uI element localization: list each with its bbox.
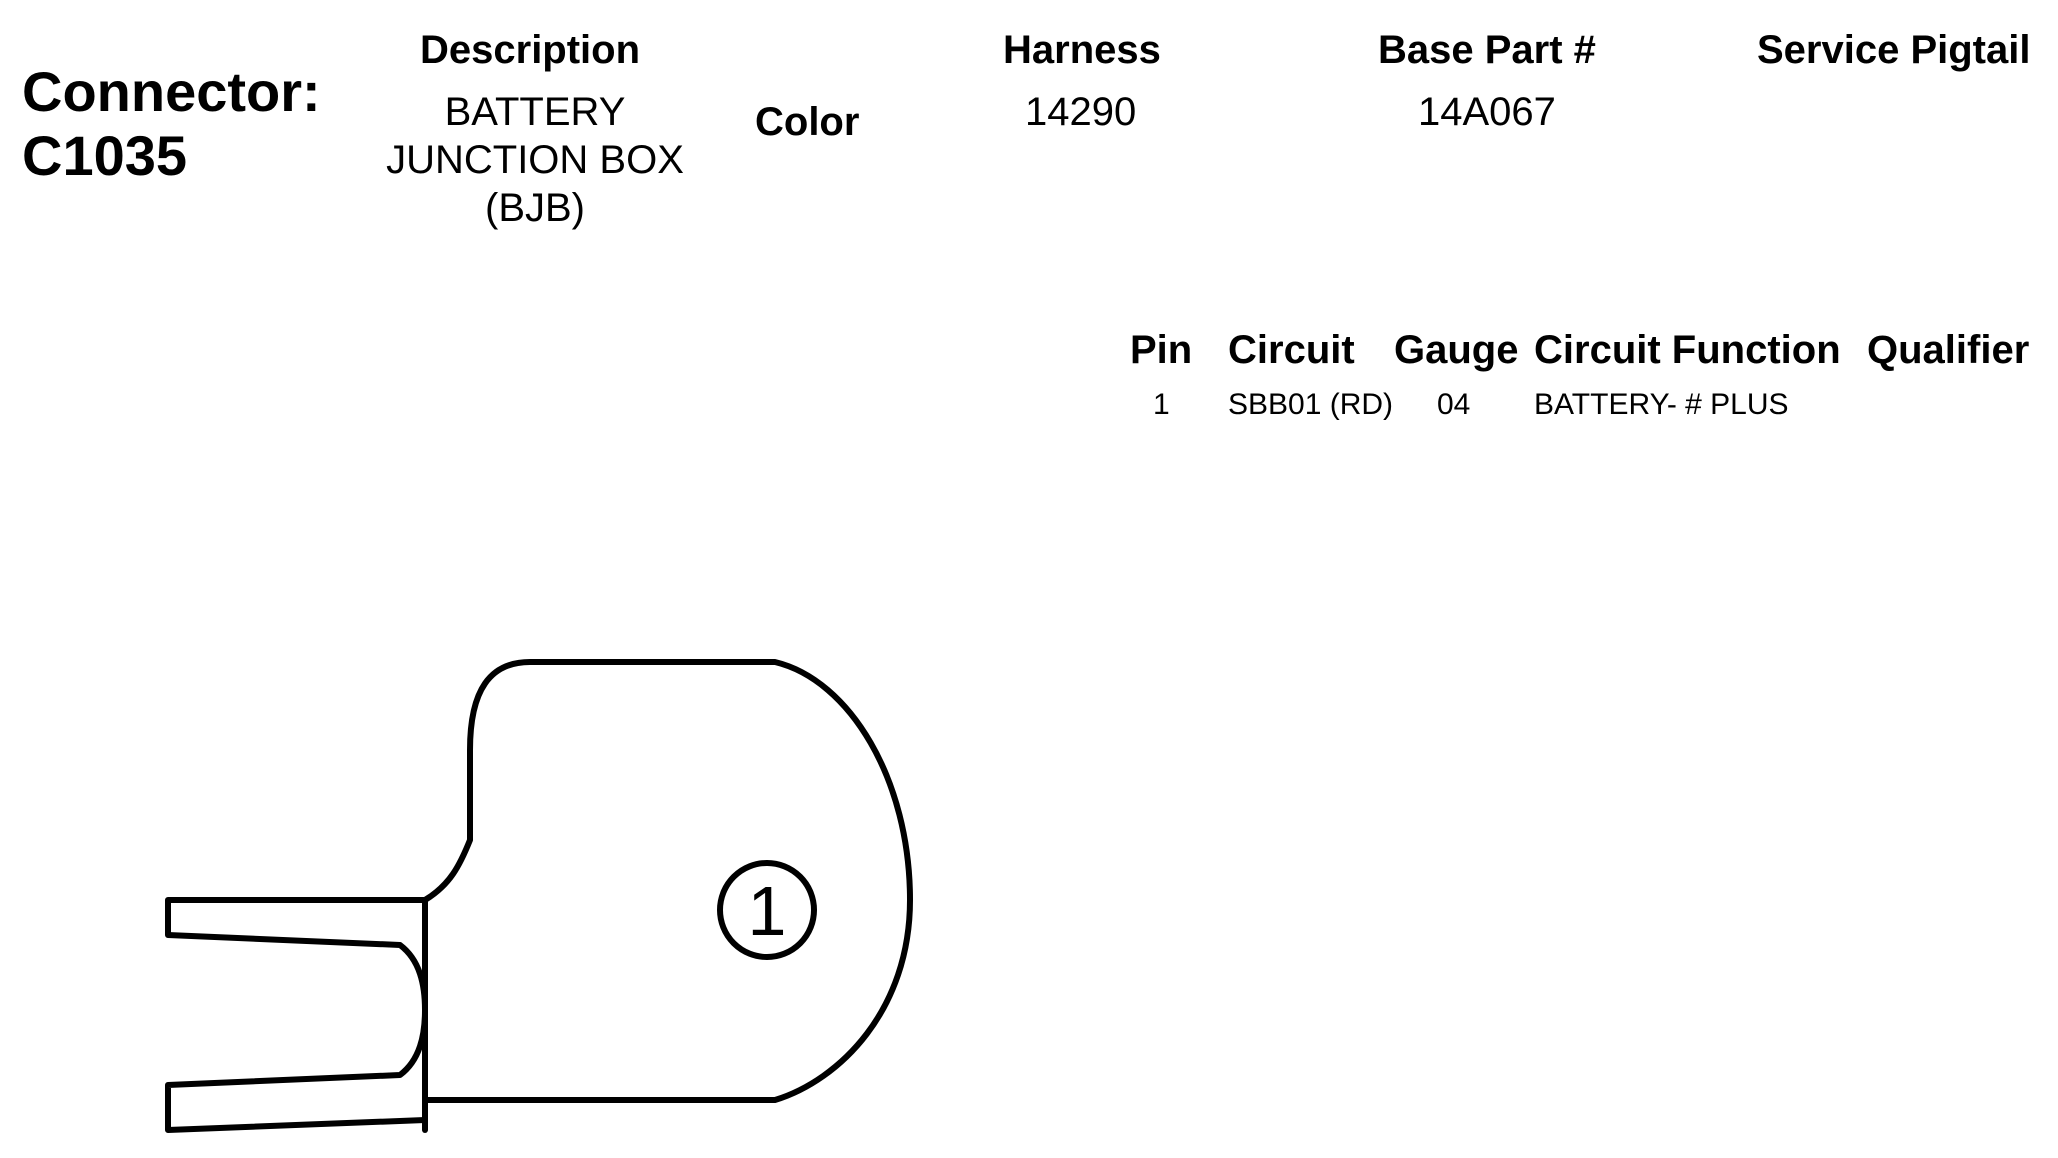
circuit-function-column-header: Circuit Function	[1534, 328, 1841, 372]
pin-number: 1	[748, 872, 787, 950]
pin-table-header-row: Pin Circuit Gauge Circuit Function Quali…	[1130, 330, 2029, 370]
description-line: (BJB)	[485, 186, 585, 230]
pin-cell: 1	[1153, 388, 1170, 421]
service-pigtail-header: Service Pigtail	[1757, 28, 2031, 72]
description-header: Description	[420, 28, 641, 72]
harness-header: Harness	[1003, 28, 1161, 72]
gauge-column-header: Gauge	[1394, 328, 1519, 372]
description-line: JUNCTION BOX	[386, 138, 684, 182]
qualifier-cell	[1867, 370, 2029, 422]
color-header: Color	[755, 100, 860, 144]
base-part-header: Base Part #	[1378, 28, 1596, 72]
pin-table: Pin Circuit Gauge Circuit Function Quali…	[1130, 330, 2029, 422]
description-value: BATTERY JUNCTION BOX (BJB)	[375, 88, 695, 232]
harness-value: 14290	[1025, 90, 1137, 134]
pin-column-header: Pin	[1130, 328, 1193, 372]
pin-circle	[717, 860, 817, 960]
connector-title: Connector: C1035	[22, 60, 321, 188]
connector-label: Connector:	[22, 60, 321, 123]
terminal-fork-outline	[165, 897, 428, 1133]
description-line: BATTERY	[444, 90, 626, 134]
connector-id: C1035	[22, 124, 188, 187]
gauge-cell: 04	[1437, 388, 1471, 421]
ring-terminal-diagram: 1	[165, 659, 913, 1133]
base-part-value: 14A067	[1418, 90, 1556, 134]
circuit-function-cell: BATTERY- # PLUS	[1534, 388, 1789, 421]
circuit-column-header: Circuit	[1228, 328, 1355, 372]
table-row: 1 SBB01 (RD) 04 BATTERY- # PLUS	[1130, 370, 2029, 422]
circuit-cell: SBB01 (RD)	[1228, 388, 1394, 421]
terminal-body-outline	[422, 659, 913, 1103]
qualifier-column-header: Qualifier	[1867, 328, 2030, 372]
